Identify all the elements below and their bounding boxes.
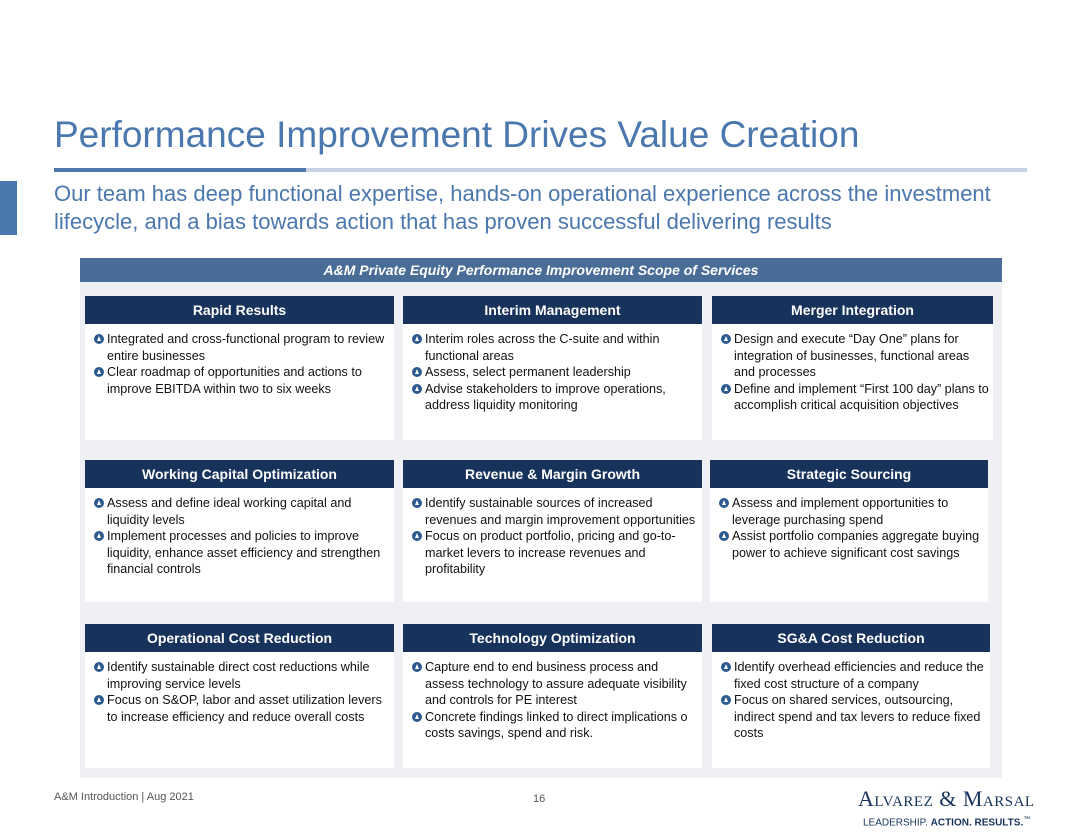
bullet-icon bbox=[94, 662, 104, 672]
bullet-text: Design and execute “Day One” plans for i… bbox=[734, 332, 970, 380]
card-bullets: Integrated and cross-functional program … bbox=[94, 331, 390, 397]
left-accent-bar bbox=[0, 181, 17, 235]
page-title: Performance Improvement Drives Value Cre… bbox=[54, 114, 860, 155]
bullet-text: Implement processes and policies to impr… bbox=[107, 529, 381, 577]
card-title: Operational Cost Reduction bbox=[85, 624, 394, 652]
bullet-item: Assess and implement opportunities to le… bbox=[719, 495, 984, 528]
scope-header: A&M Private Equity Performance Improveme… bbox=[80, 258, 1002, 282]
logo-trademark: ™ bbox=[1023, 816, 1031, 823]
bullet-item: Implement processes and policies to impr… bbox=[94, 528, 390, 578]
bullet-icon bbox=[721, 334, 731, 344]
bullet-item: Concrete findings linked to direct impli… bbox=[412, 709, 698, 742]
bullet-icon bbox=[721, 383, 731, 394]
logo-name: Alvarez & Marsal bbox=[858, 786, 1035, 811]
service-card: Merger Integration Design and execute “D… bbox=[712, 296, 993, 440]
company-logo: Alvarez & Marsal LEADERSHIP. ACTION. RES… bbox=[858, 786, 1058, 828]
bullet-text: Identify sustainable sources of increase… bbox=[425, 496, 696, 527]
bullet-item: Focus on shared services, outsourcing, i… bbox=[721, 692, 986, 742]
card-title: Merger Integration bbox=[712, 296, 993, 324]
card-title: Interim Management bbox=[403, 296, 702, 324]
service-card: Revenue & Margin Growth Identify sustain… bbox=[403, 460, 702, 602]
title-underline-accent bbox=[54, 168, 306, 172]
bullet-text: Assist portfolio companies aggregate buy… bbox=[732, 529, 980, 560]
bullet-icon bbox=[412, 711, 422, 722]
card-title: SG&A Cost Reduction bbox=[712, 624, 990, 652]
service-card: Working Capital Optimization Assess and … bbox=[85, 460, 394, 602]
bullet-text: Focus on S&OP, labor and asset utilizati… bbox=[107, 693, 382, 724]
card-bullets: Design and execute “Day One” plans for i… bbox=[721, 331, 989, 414]
bullet-item: Focus on product portfolio, pricing and … bbox=[412, 528, 698, 578]
title-underline bbox=[54, 168, 1027, 172]
bullet-item: Interim roles across the C-suite and wit… bbox=[412, 331, 698, 364]
service-card: Interim Management Interim roles across … bbox=[403, 296, 702, 440]
bullet-item: Identify sustainable direct cost reducti… bbox=[94, 659, 390, 692]
service-card: Operational Cost Reduction Identify sust… bbox=[85, 624, 394, 768]
logo-tagline-regular: LEADERSHIP. bbox=[863, 817, 931, 829]
bullet-text: Identify sustainable direct cost reducti… bbox=[107, 660, 370, 691]
bullet-icon bbox=[412, 531, 422, 542]
bullet-icon bbox=[412, 367, 422, 378]
bullet-icon bbox=[412, 334, 422, 344]
card-bullets: Assess and implement opportunities to le… bbox=[719, 495, 984, 561]
bullet-icon bbox=[94, 498, 104, 508]
card-bullets: Identify overhead efficiencies and reduc… bbox=[721, 659, 986, 742]
bullet-text: Focus on product portfolio, pricing and … bbox=[425, 529, 676, 577]
bullet-icon bbox=[412, 662, 422, 672]
bullet-text: Assess and implement opportunities to le… bbox=[732, 496, 949, 527]
card-bullets: Identify sustainable sources of increase… bbox=[412, 495, 698, 578]
bullet-icon bbox=[94, 334, 104, 344]
bullet-icon bbox=[94, 695, 104, 706]
page-subtitle: Our team has deep functional expertise, … bbox=[54, 181, 991, 234]
bullet-text: Advise stakeholders to improve operation… bbox=[425, 381, 666, 413]
bullet-icon bbox=[94, 531, 104, 542]
bullet-icon bbox=[94, 367, 104, 378]
bullet-text: Integrated and cross-functional program … bbox=[107, 332, 385, 363]
bullet-item: Integrated and cross-functional program … bbox=[94, 331, 390, 364]
bullet-text: Assess and define ideal working capital … bbox=[107, 496, 352, 527]
card-bullets: Capture end to end business process and … bbox=[412, 659, 698, 742]
bullet-item: Identify sustainable sources of increase… bbox=[412, 495, 698, 528]
bullet-item: Assess, select permanent leadership bbox=[412, 364, 698, 381]
bullet-item: Clear roadmap of opportunities and actio… bbox=[94, 364, 390, 397]
bullet-icon bbox=[721, 695, 731, 706]
bullet-text: Focus on shared services, outsourcing, i… bbox=[734, 693, 981, 741]
bullet-text: Interim roles across the C-suite and wit… bbox=[425, 332, 660, 363]
bullet-item: Focus on S&OP, labor and asset utilizati… bbox=[94, 692, 390, 725]
footer-deck-label: A&M Introduction | Aug 2021 bbox=[54, 791, 194, 803]
bullet-item: Identify overhead efficiencies and reduc… bbox=[721, 659, 986, 692]
bullet-text: Concrete findings linked to direct impli… bbox=[425, 709, 688, 741]
bullet-icon bbox=[412, 498, 422, 508]
bullet-text: Identify overhead efficiencies and reduc… bbox=[734, 660, 984, 691]
card-bullets: Interim roles across the C-suite and wit… bbox=[412, 331, 698, 414]
logo-tagline-bold: ACTION. RESULTS. bbox=[930, 817, 1024, 829]
bullet-text: Capture end to end business process and … bbox=[425, 660, 687, 708]
bullet-item: Advise stakeholders to improve operation… bbox=[412, 381, 698, 414]
bullet-item: Capture end to end business process and … bbox=[412, 659, 698, 709]
card-title: Technology Optimization bbox=[403, 624, 702, 652]
bullet-icon bbox=[412, 383, 422, 394]
logo-tagline: LEADERSHIP. ACTION. RESULTS.™ bbox=[858, 816, 1058, 828]
page-number: 16 bbox=[533, 793, 546, 805]
bullet-icon bbox=[719, 531, 729, 542]
bullet-item: Assist portfolio companies aggregate buy… bbox=[719, 528, 984, 561]
bullet-text: Assess, select permanent leadership bbox=[425, 365, 631, 380]
service-card: SG&A Cost Reduction Identify overhead ef… bbox=[712, 624, 990, 768]
bullet-icon bbox=[719, 498, 729, 508]
bullet-item: Design and execute “Day One” plans for i… bbox=[721, 331, 989, 381]
card-title: Rapid Results bbox=[85, 296, 394, 324]
bullet-text: Define and implement “First 100 day” pla… bbox=[734, 381, 989, 413]
bullet-icon bbox=[721, 662, 731, 672]
card-title: Revenue & Margin Growth bbox=[403, 460, 702, 488]
bullet-item: Assess and define ideal working capital … bbox=[94, 495, 390, 528]
card-title: Working Capital Optimization bbox=[85, 460, 394, 488]
card-bullets: Assess and define ideal working capital … bbox=[94, 495, 390, 578]
card-bullets: Identify sustainable direct cost reducti… bbox=[94, 659, 390, 725]
service-card: Strategic Sourcing Assess and implement … bbox=[710, 460, 988, 602]
card-title: Strategic Sourcing bbox=[710, 460, 988, 488]
bullet-text: Clear roadmap of opportunities and actio… bbox=[107, 365, 362, 396]
service-card: Technology Optimization Capture end to e… bbox=[403, 624, 702, 768]
bullet-item: Define and implement “First 100 day” pla… bbox=[721, 381, 989, 414]
service-card: Rapid Results Integrated and cross-funct… bbox=[85, 296, 394, 440]
